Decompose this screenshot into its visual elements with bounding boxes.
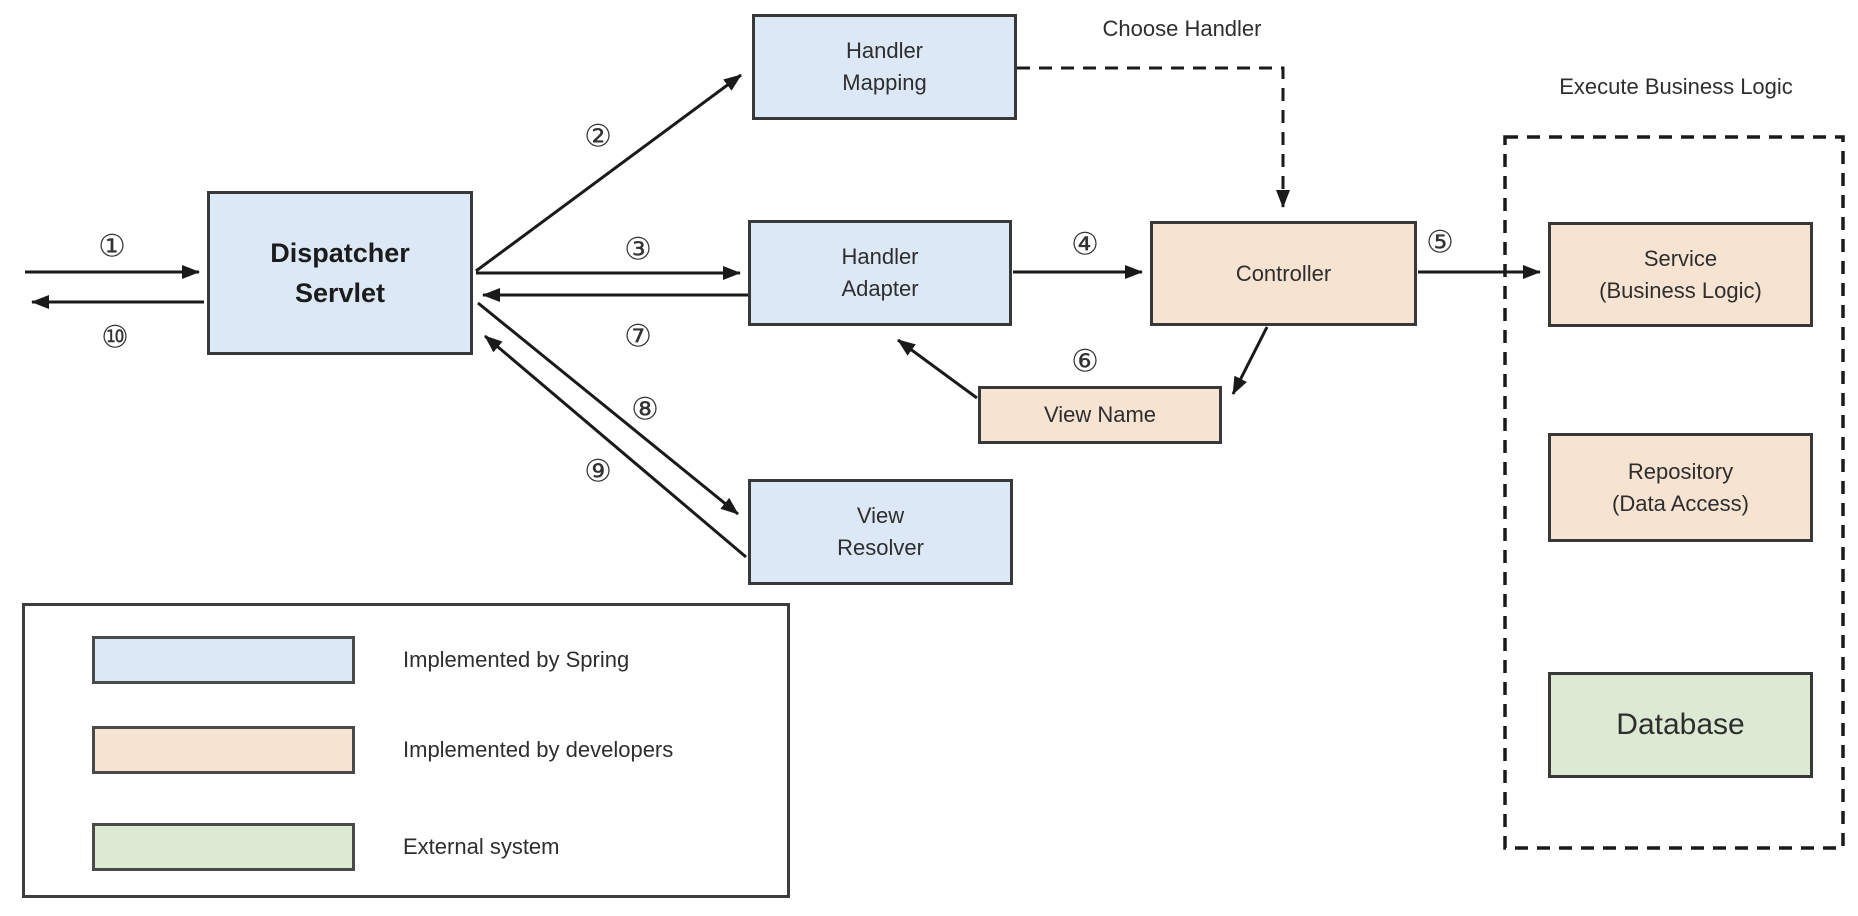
node-view-name: View Name <box>978 386 1222 444</box>
arrow-viewname-to-handler-adapter <box>897 338 978 400</box>
step-3-badge: ③ <box>624 231 652 268</box>
step-5-badge: ⑤ <box>1426 224 1454 261</box>
step-9-badge: ⑨ <box>584 453 612 490</box>
node-label: Handler <box>845 38 924 64</box>
step-7-badge: ⑦ <box>624 318 652 355</box>
node-label: Service <box>1643 245 1718 271</box>
arrow-step8-to-view-resolver <box>477 301 739 516</box>
legend-label-developers: Implemented by developers <box>403 737 674 762</box>
node-label: (Data Access) <box>1612 490 1749 516</box>
arrow-step9-back-to-dispatcher <box>484 334 747 559</box>
node-label: Adapter <box>841 276 919 301</box>
arrow-step2-to-handler-mapping <box>475 73 742 273</box>
node-label: Repository <box>1627 458 1734 484</box>
legend-label-external: External system <box>403 834 560 859</box>
step-10-badge: ⑩ <box>101 319 129 356</box>
legend-label-spring: Implemented by Spring <box>403 647 630 672</box>
execute-business-logic-label: Execute Business Logic <box>1559 74 1793 99</box>
node-repository: Repository (Data Access) <box>1548 433 1813 542</box>
node-label: Controller <box>1235 260 1332 286</box>
step-6-badge: ⑥ <box>1071 343 1099 380</box>
node-label: Servlet <box>294 278 386 308</box>
choose-handler-label: Choose Handler <box>1102 16 1262 41</box>
node-service: Service (Business Logic) <box>1548 222 1813 327</box>
legend-swatch-developers <box>92 726 355 774</box>
legend-swatch-external <box>92 823 355 871</box>
step-1-badge: ① <box>98 228 126 265</box>
dashed-choose-handler-connector <box>1017 66 1290 208</box>
node-dispatcher-servlet: Dispatcher Servlet <box>207 191 473 355</box>
node-label: View <box>856 503 905 529</box>
dashed-business-logic-container <box>1503 135 1845 850</box>
legend: Implemented by Spring Implemented by dev… <box>22 603 790 898</box>
node-label: (Business Logic) <box>1599 277 1762 303</box>
node-label: Mapping <box>842 70 927 95</box>
node-label: Resolver <box>837 535 924 560</box>
step-8-badge: ⑧ <box>631 391 659 428</box>
legend-swatch-spring <box>92 636 355 684</box>
node-label: View Name <box>1043 402 1157 428</box>
node-controller: Controller <box>1150 221 1417 326</box>
node-label: Database <box>1616 708 1745 742</box>
node-label: Handler <box>841 244 919 270</box>
step-4-badge: ④ <box>1071 226 1099 263</box>
node-handler-mapping: Handler Mapping <box>752 14 1017 120</box>
step-2-badge: ② <box>584 118 612 155</box>
node-handler-adapter: Handler Adapter <box>748 220 1012 326</box>
node-label: Dispatcher <box>270 237 410 268</box>
node-view-resolver: View Resolver <box>748 479 1013 585</box>
arrow-step6-controller-to-viewname <box>1231 326 1269 395</box>
node-database: Database <box>1548 672 1813 778</box>
